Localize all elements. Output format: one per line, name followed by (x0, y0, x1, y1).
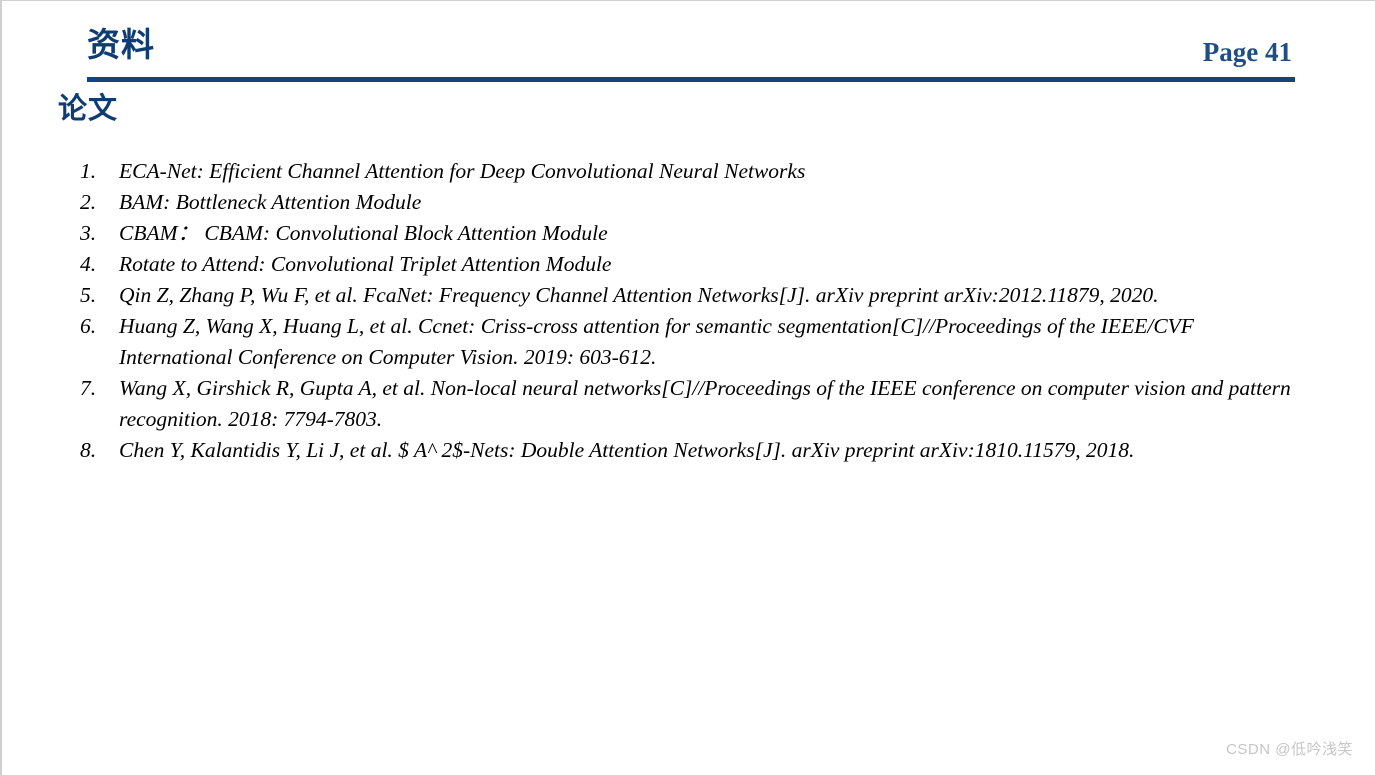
list-item-number: 4. (80, 252, 97, 276)
list-item: 1. ECA-Net: Efficient Channel Attention … (2, 156, 1375, 187)
list-item: 6. Huang Z, Wang X, Huang L, et al. Ccne… (2, 311, 1375, 373)
section-subtitle: 论文 (58, 93, 119, 125)
list-item-text: Huang Z, Wang X, Huang L, et al. Ccnet: … (119, 314, 1194, 369)
list-item: 8. Chen Y, Kalantidis Y, Li J, et al. $ … (2, 435, 1375, 466)
list-item-number: 7. (80, 376, 97, 400)
list-item-number: 8. (80, 438, 97, 462)
list-item-text: Qin Z, Zhang P, Wu F, et al. FcaNet: Fre… (119, 283, 1159, 307)
page-number-label: Page 41 (1202, 37, 1292, 67)
list-item-text: Rotate to Attend: Convolutional Triplet … (119, 252, 612, 276)
header-divider (87, 77, 1295, 82)
list-item: 4. Rotate to Attend: Convolutional Tripl… (2, 249, 1375, 280)
page-title: 资料 (87, 26, 155, 63)
list-item-number: 1. (80, 159, 97, 183)
list-item-number: 6. (80, 314, 97, 338)
list-item: 7. Wang X, Girshick R, Gupta A, et al. N… (2, 373, 1375, 435)
list-item-number: 5. (80, 283, 97, 307)
slide-header: 资料 Page 41 (2, 1, 1375, 87)
list-item-text: CBAM： CBAM: Convolutional Block Attentio… (119, 221, 608, 245)
reference-list: 1. ECA-Net: Efficient Channel Attention … (2, 156, 1375, 466)
list-item-number: 3. (80, 221, 97, 245)
list-item: 5. Qin Z, Zhang P, Wu F, et al. FcaNet: … (2, 280, 1375, 311)
list-item: 3. CBAM： CBAM: Convolutional Block Atten… (2, 218, 1375, 249)
list-item-text: BAM: Bottleneck Attention Module (119, 190, 422, 214)
list-item-text: Wang X, Girshick R, Gupta A, et al. Non-… (119, 376, 1291, 431)
list-item: 2. BAM: Bottleneck Attention Module (2, 187, 1375, 218)
csdn-watermark: CSDN @低吟浅笑 (1226, 741, 1353, 758)
list-item-text: ECA-Net: Efficient Channel Attention for… (119, 159, 806, 183)
list-item-text: Chen Y, Kalantidis Y, Li J, et al. $ A^ … (119, 438, 1135, 462)
list-item-number: 2. (80, 190, 97, 214)
